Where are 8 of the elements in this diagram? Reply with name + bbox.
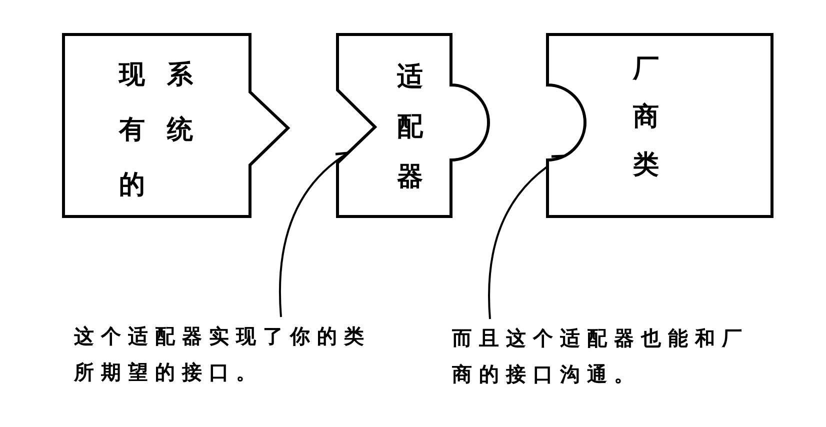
annotation-text: 而且这个适配器也能和厂商的接口沟通。 [452, 320, 752, 392]
puzzle-piece [546, 33, 774, 218]
annotation-text: 这个适配器实现了你的类所期望的接口。 [74, 318, 374, 390]
piece-label: 适配器 [396, 61, 424, 194]
piece-label: 厂商类 [632, 53, 660, 182]
piece-label: 现有的系统 [117, 59, 194, 202]
puzzle-piece [62, 33, 290, 218]
puzzle-piece [336, 33, 490, 218]
